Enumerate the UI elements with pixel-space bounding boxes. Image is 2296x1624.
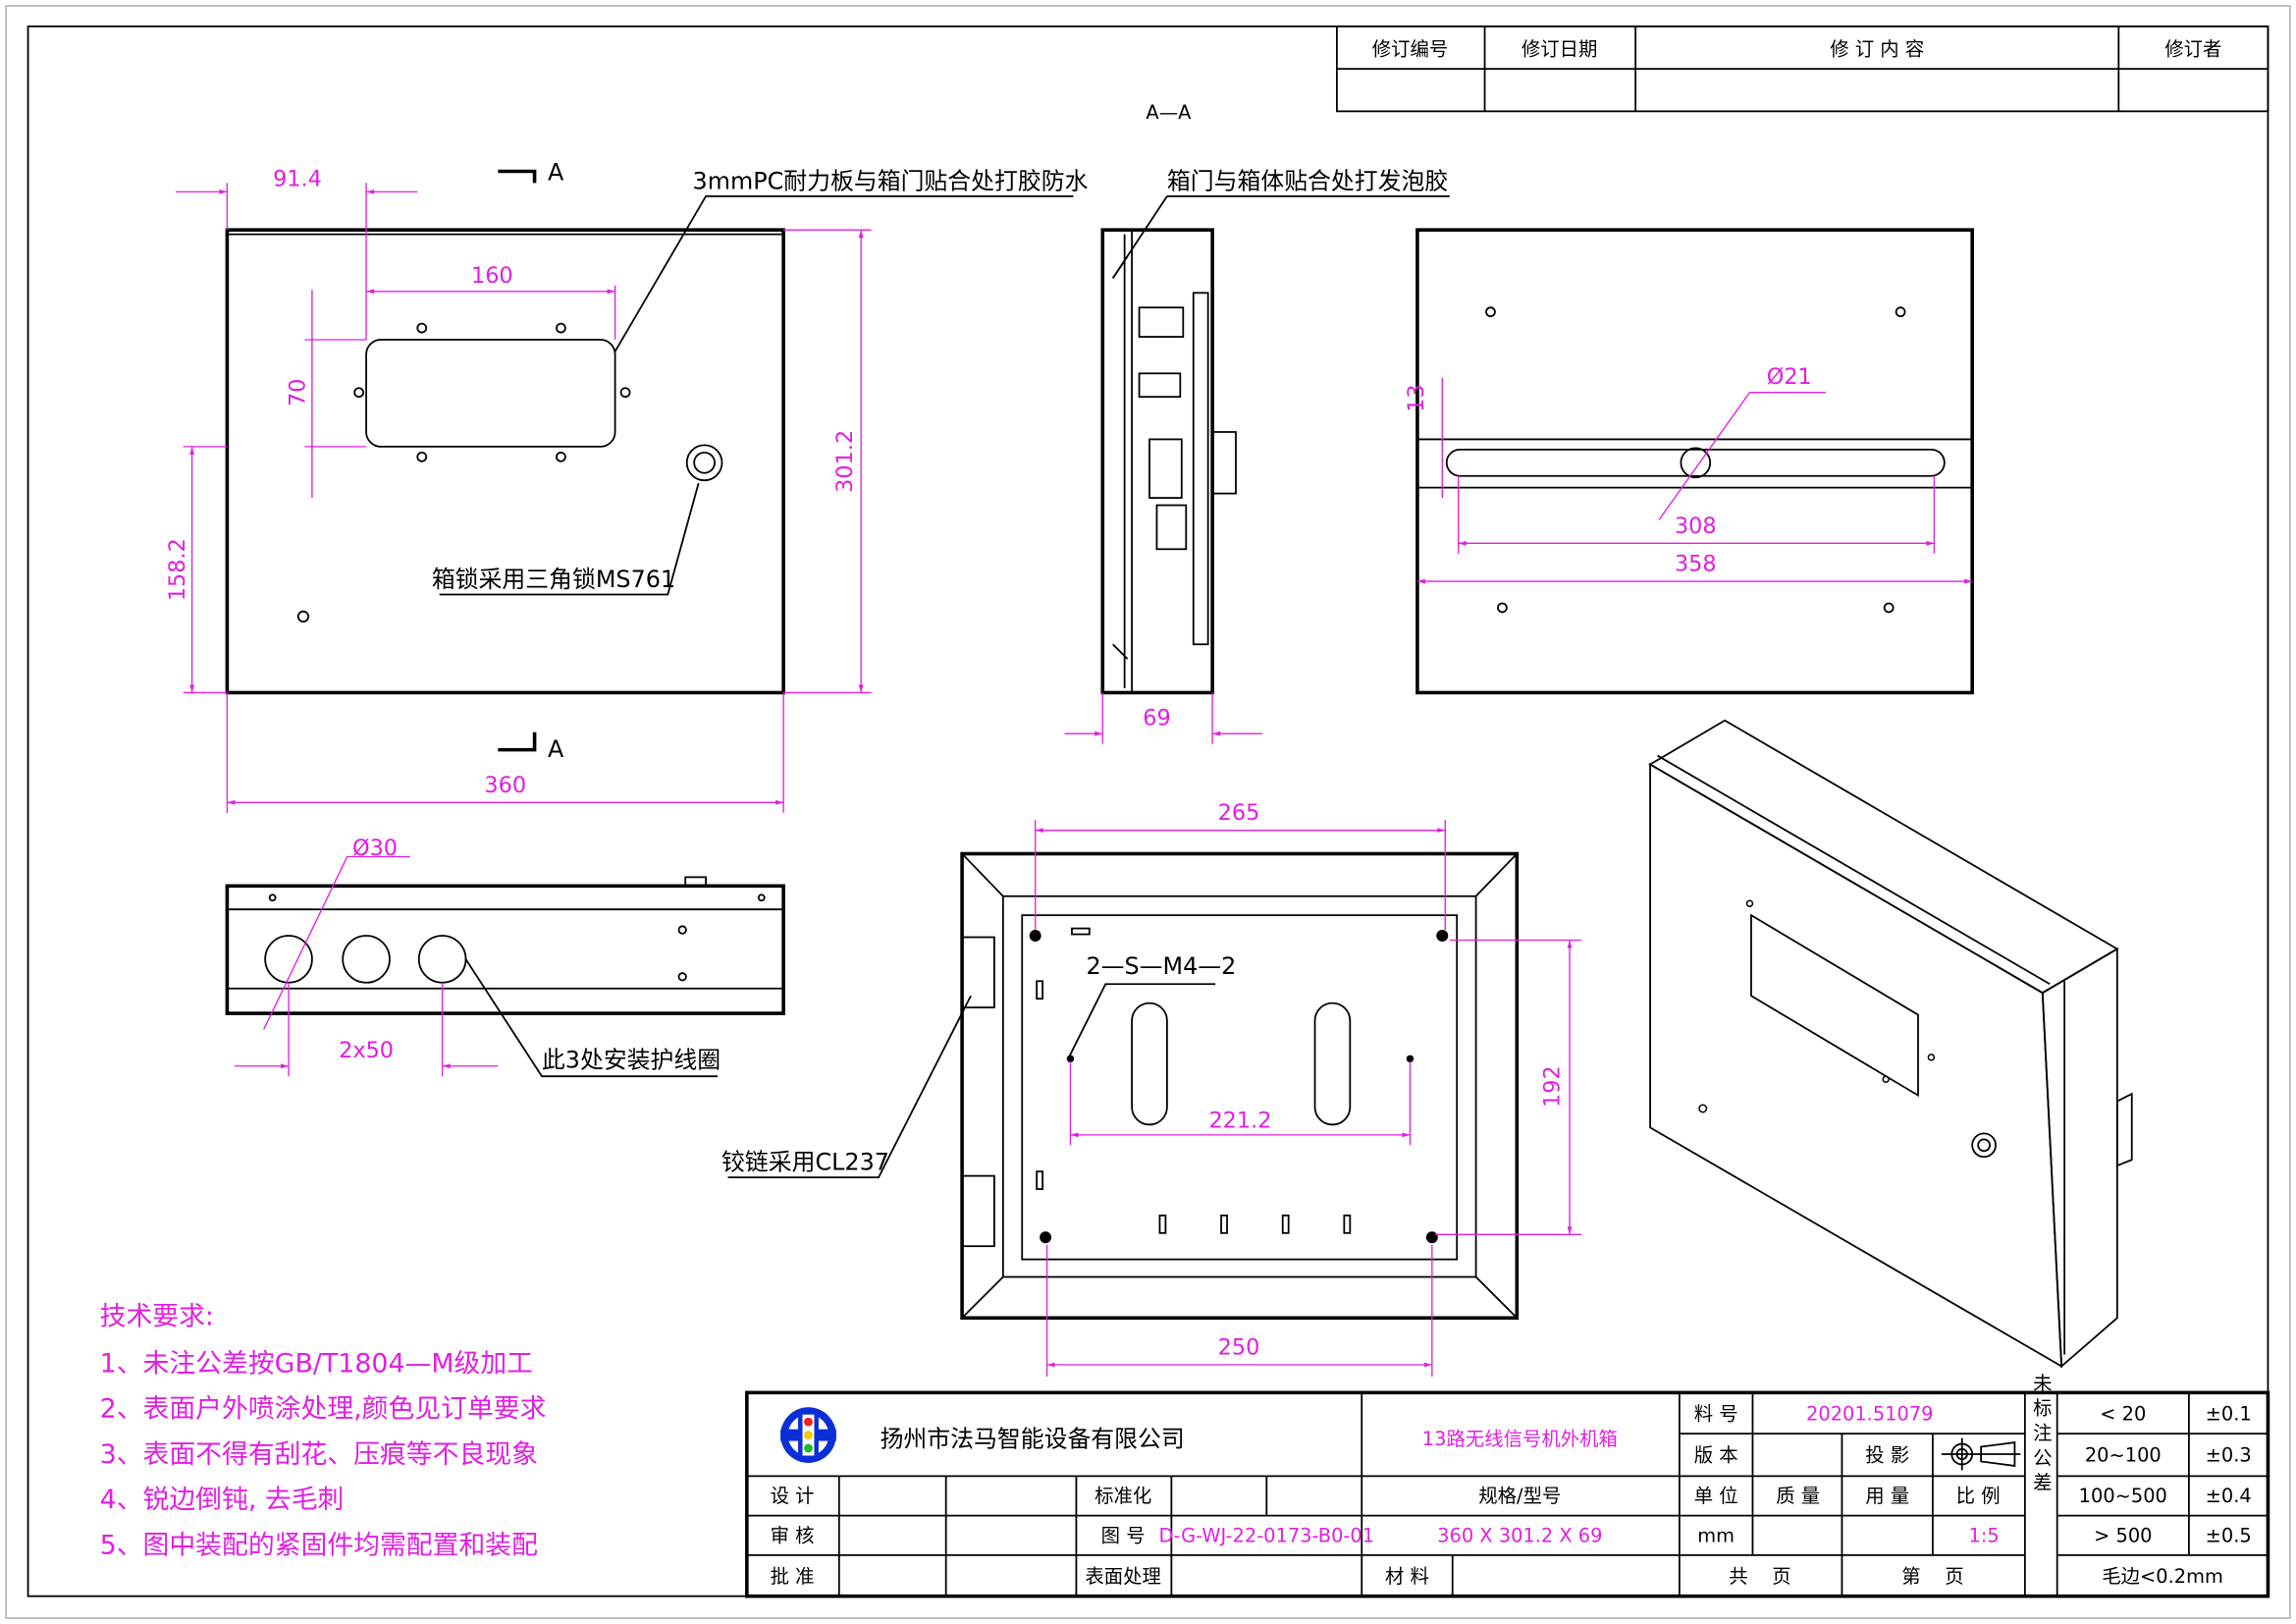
- label-material: 材 料: [1385, 1565, 1429, 1588]
- dim-358: 358: [1675, 552, 1717, 577]
- annotation-pc-board: 3mmPC耐力板与箱门贴合处打胶防水: [614, 167, 1089, 352]
- svg-text:3mmPC耐力板与箱门贴合处打胶防水: 3mmPC耐力板与箱门贴合处打胶防水: [693, 167, 1089, 194]
- label-part-no: 料 号: [1694, 1403, 1738, 1426]
- scale-value: 1:5: [1969, 1524, 2000, 1546]
- dim-360: 360: [484, 773, 526, 798]
- dim-160: 160: [471, 263, 513, 289]
- dim-308: 308: [1675, 514, 1717, 539]
- tech-req-item: 5、图中装配的紧固件均需配置和装配: [100, 1530, 538, 1560]
- label-review: 审 核: [771, 1524, 815, 1546]
- total-pages: 共 页: [1729, 1565, 1790, 1588]
- label-tolerance: 未标注公差: [2030, 1373, 2053, 1497]
- dim-221-2: 221.2: [1208, 1108, 1271, 1133]
- label-surface: 表面处理: [1085, 1565, 1161, 1588]
- tolerance-value: ±0.1: [2206, 1403, 2252, 1426]
- label-version: 版 本: [1694, 1443, 1738, 1466]
- tolerance-range: > 500: [2094, 1524, 2152, 1546]
- front-view-dimensions: 91.4 160 70 158.2 301.2 360: [165, 166, 872, 813]
- rev-header-date: 修订日期: [1522, 38, 1598, 61]
- annotation-grommet: 此3处安装护线圈: [542, 1046, 721, 1073]
- label-drawing-no: 图 号: [1101, 1524, 1146, 1546]
- sheet-border: [5, 5, 2291, 1619]
- label-mass: 质 量: [1776, 1485, 1820, 1507]
- label-approve: 批 准: [771, 1565, 815, 1588]
- label-design: 设 计: [771, 1485, 815, 1507]
- section-marker-bottom: A: [548, 735, 564, 763]
- dim-265: 265: [1218, 800, 1260, 826]
- company-logo: [780, 1407, 836, 1463]
- annotation-screws: 2—S—M4—2: [1086, 952, 1236, 980]
- dim-158-2: 158.2: [165, 538, 190, 601]
- tech-req-item: 2、表面户外喷涂处理,颜色见订单要求: [100, 1394, 547, 1425]
- annotation-lock: 箱锁采用三角锁MS761: [432, 482, 700, 596]
- dim-192: 192: [1540, 1065, 1566, 1108]
- dim-250: 250: [1218, 1335, 1260, 1361]
- section-label: A—A: [1146, 101, 1192, 124]
- tech-req-title: 技术要求:: [100, 1302, 214, 1332]
- tolerance-range: 100~500: [2079, 1485, 2167, 1507]
- back-panel-view: Ø21 13 308 358: [1404, 228, 1974, 695]
- rev-header-author: 修订者: [2164, 38, 2221, 61]
- tech-req-item: 1、未注公差按GB/T1804—M级加工: [100, 1348, 533, 1379]
- company-name: 扬州市法马智能设备有限公司: [881, 1426, 1185, 1453]
- section-marker-top: A: [548, 158, 564, 186]
- tolerance-value: ±0.4: [2206, 1485, 2252, 1507]
- tolerance-value: ±0.5: [2206, 1524, 2252, 1546]
- drawing-number: D-G-WJ-22-0173-B0-01: [1159, 1524, 1375, 1546]
- label-usage: 用 量: [1865, 1485, 1909, 1507]
- unit-value: mm: [1697, 1524, 1735, 1546]
- tolerance-range: < 20: [2100, 1403, 2146, 1426]
- dim-69: 69: [1143, 705, 1170, 731]
- rev-header-content: 修 订 内 容: [1830, 38, 1924, 61]
- annotation-hinge: 铰链采用CL237: [721, 1149, 889, 1176]
- interior-view: 2—S—M4—2 铰链采用CL237 265 221.2 192 250: [721, 800, 1581, 1377]
- label-standardize: 标准化: [1095, 1485, 1151, 1507]
- svg-text:箱锁采用三角锁MS761: 箱锁采用三角锁MS761: [432, 566, 675, 593]
- burr-tolerance: 毛边<0.2mm: [2102, 1565, 2223, 1588]
- tech-req-item: 3、表面不得有刮花、压痕等不良现象: [100, 1439, 538, 1470]
- section-view-a-a: 箱门与箱体贴合处打发泡胶 69: [1064, 167, 1450, 744]
- dim-70: 70: [285, 378, 310, 406]
- dim-301-2: 301.2: [832, 430, 858, 493]
- title-block: 扬州市法马智能设备有限公司 13路无线信号机外机箱 设 计 审 核 批 准 标准…: [745, 1373, 2270, 1598]
- product-title: 13路无线信号机外机箱: [1422, 1428, 1618, 1450]
- window-cutout: [365, 339, 616, 448]
- mounting-slot: [1445, 448, 1946, 477]
- spec-value: 360 X 301.2 X 69: [1437, 1524, 1602, 1546]
- page-number: 第 页: [1901, 1565, 1963, 1588]
- dim-phi30: Ø30: [352, 836, 398, 861]
- tolerance-range: 20~100: [2085, 1443, 2162, 1466]
- bottom-view: Ø30 2x50 此3处安装护线圈: [225, 836, 785, 1078]
- label-scale: 比 例: [1956, 1485, 2001, 1507]
- rev-header-no: 修订编号: [1372, 38, 1449, 61]
- front-view: A A: [225, 158, 785, 763]
- revision-table: 修订编号 修订日期 修 订 内 容 修订者: [1336, 25, 2269, 113]
- dim-13: 13: [1404, 384, 1429, 411]
- label-unit: 单 位: [1694, 1485, 1738, 1507]
- label-projection: 投 影: [1865, 1443, 1909, 1466]
- tolerance-value: ±0.3: [2206, 1443, 2252, 1466]
- label-spec: 规格/型号: [1478, 1485, 1561, 1507]
- tech-req-item: 4、锐边倒钝, 去毛刺: [100, 1485, 345, 1515]
- isometric-view: [1648, 719, 2133, 1369]
- annotation-foam: 箱门与箱体贴合处打发泡胶: [1167, 167, 1448, 194]
- tech-requirements: 技术要求: 1、未注公差按GB/T1804—M级加工 2、表面户外喷涂处理,颜色…: [100, 1302, 547, 1561]
- part-number: 20201.51079: [1806, 1403, 1933, 1426]
- dim-2x50: 2x50: [339, 1038, 394, 1063]
- projection-symbol-icon: [1941, 1437, 2021, 1471]
- lock-icon: [685, 444, 723, 482]
- dim-phi21: Ø21: [1767, 364, 1812, 390]
- dim-91-4: 91.4: [273, 166, 322, 191]
